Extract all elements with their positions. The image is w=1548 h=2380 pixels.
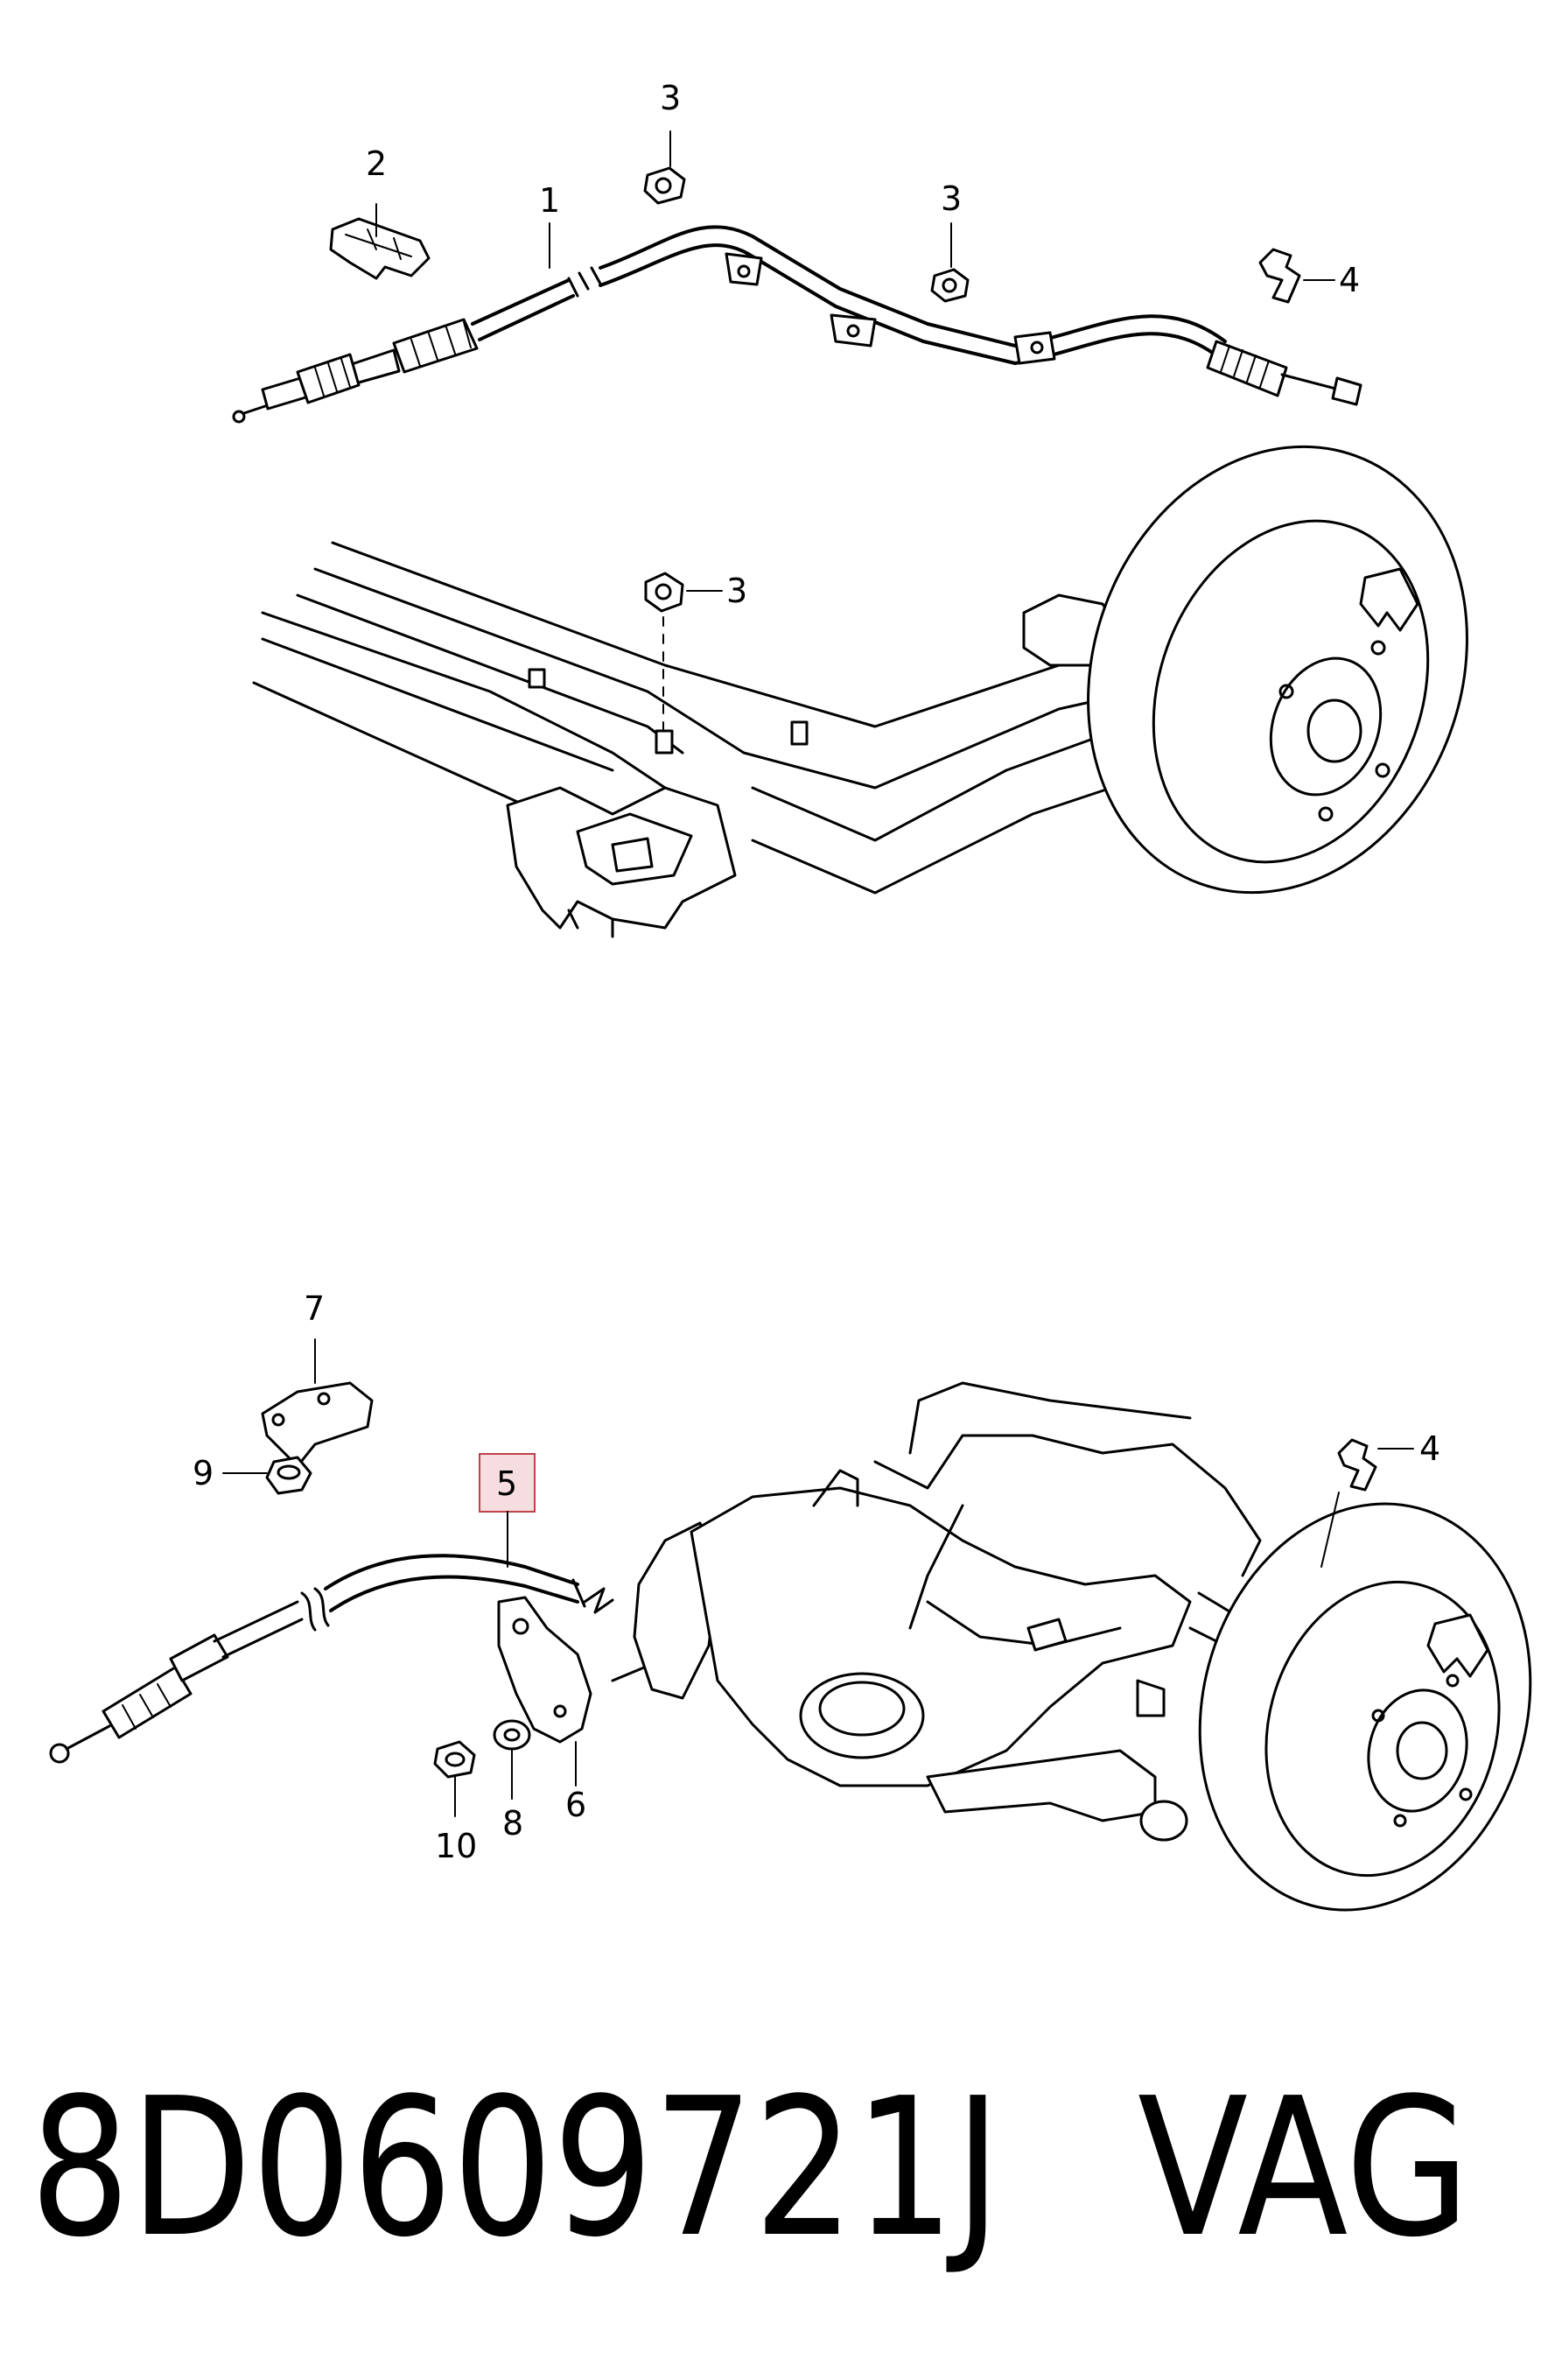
footer-brand: VAG [1138, 2058, 1470, 2279]
top-clip-part-4 [1258, 248, 1301, 304]
callout-top-1: 1 [539, 181, 560, 220]
top-rear-axle-beam [252, 541, 1139, 938]
callout-bottom-6: 6 [565, 1786, 586, 1824]
bottom-clip-part-4 [1337, 1438, 1377, 1492]
callout-bottom-9: 9 [193, 1454, 214, 1492]
top-clip-part-2 [329, 217, 431, 280]
bottom-leaders [222, 1338, 1414, 1817]
callout-top-3a: 3 [660, 79, 681, 117]
callout-top-3b: 3 [941, 179, 962, 218]
bottom-nut-part-10 [433, 1740, 476, 1779]
callout-bottom-8: 8 [502, 1804, 523, 1843]
bottom-rear-suspension [633, 1381, 1288, 1842]
top-nut-part-3-b [930, 268, 970, 303]
footer-part-number: 8D0609721J [30, 2058, 1001, 2279]
top-nut-part-3-c [644, 572, 684, 613]
bottom-nut-part-9 [265, 1456, 312, 1495]
callout-top-4: 4 [1339, 261, 1360, 299]
top-leaders [375, 130, 1335, 592]
bottom-brake-drum [1198, 1502, 1532, 1912]
callout-bottom-4: 4 [1419, 1429, 1440, 1468]
callout-top-2: 2 [366, 144, 387, 183]
callout-top-3c: 3 [726, 572, 747, 610]
top-nut-part-3-a [643, 166, 686, 205]
bottom-washer-part-8 [493, 1719, 531, 1751]
highlight-box-part-5 [479, 1453, 536, 1513]
callout-bottom-7: 7 [304, 1289, 325, 1328]
callout-bottom-5: 5 [496, 1464, 517, 1503]
callout-bottom-10: 10 [435, 1827, 477, 1865]
top-brake-cable [232, 225, 1362, 424]
bottom-brake-cable [49, 1554, 614, 1764]
bottom-bracket-part-7 [261, 1381, 374, 1468]
top-brake-drum [1087, 445, 1468, 895]
